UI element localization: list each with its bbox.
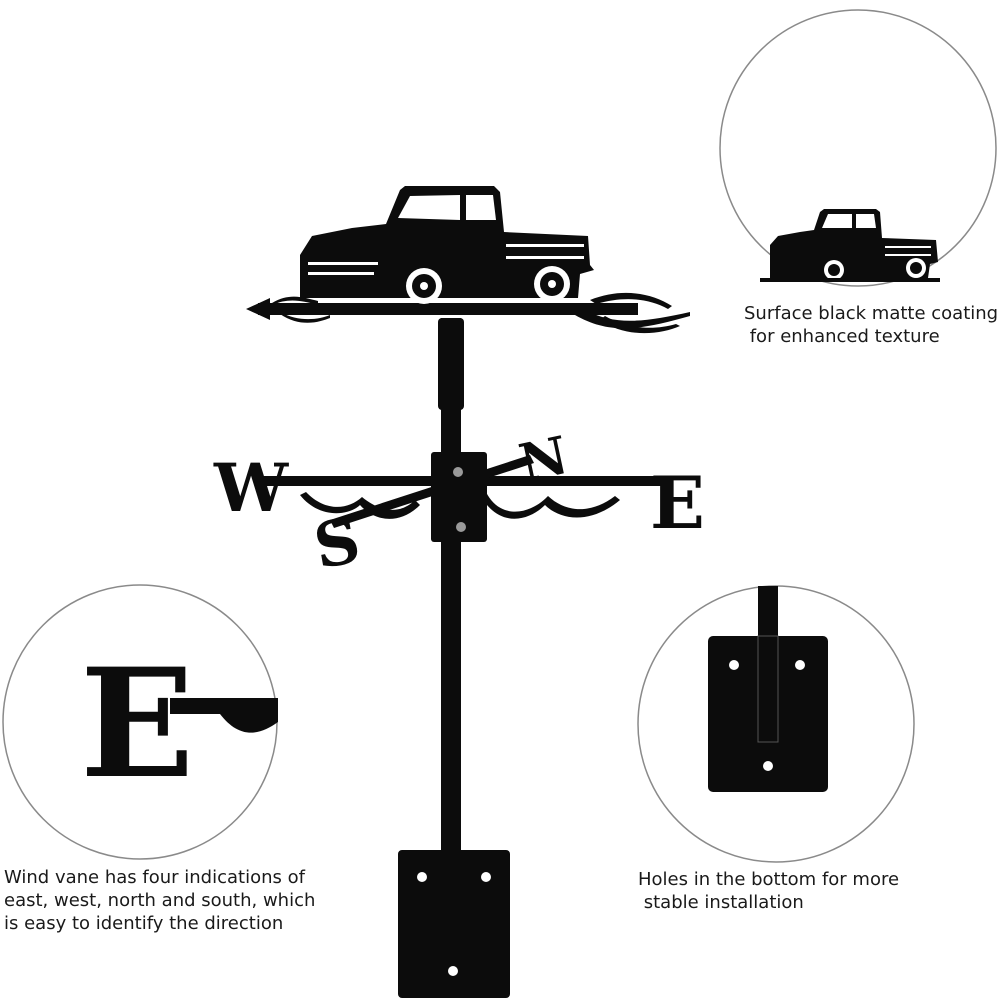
caption-line: Surface black matte coating [744,303,999,324]
weathervane: W E N S [213,186,705,998]
truck-detail-icon [760,209,940,282]
mounting-plate [398,850,510,998]
caption-line: is easy to identify the direction [4,913,284,934]
detail-letter-e: E [80,636,194,812]
compass-letter-east: E [650,460,705,545]
center-hub [431,452,487,542]
caption-installation: Holes in the bottom for more stable inst… [638,868,899,914]
compass-letter-west: W [213,449,289,527]
caption-line: Wind vane has four indications of [4,867,305,888]
detail-circle-plate [637,585,915,863]
caption-line: east, west, north and south, which [4,890,316,911]
flame-arrow [246,292,690,334]
truck-silhouette [300,186,594,304]
caption-coating: Surface black matte coating for enhanced… [744,302,998,348]
caption-line: for enhanced texture [744,326,940,347]
caption-indications: Wind vane has four indications of east, … [4,866,315,935]
caption-line: stable installation [638,892,804,913]
detail-circle-coating [719,9,997,287]
detail-circle-letter: E [2,584,278,860]
caption-line: Holes in the bottom for more [638,869,900,890]
